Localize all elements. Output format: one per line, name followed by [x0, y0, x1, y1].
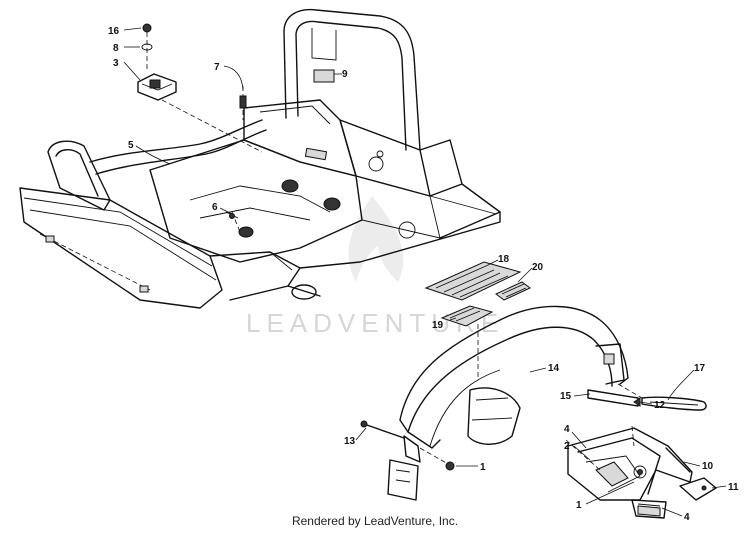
clip-part-15: [603, 353, 615, 365]
bracket-part-9: [313, 69, 335, 83]
hitch-bracket-assembly: [565, 425, 717, 519]
handle-part-17: [617, 383, 707, 411]
decal-part-18: [424, 261, 522, 301]
callout-1-hitch: 1: [576, 500, 582, 511]
callout-14: 14: [548, 363, 560, 374]
callout-12: 12: [654, 400, 666, 411]
leader-lines: [123, 27, 727, 517]
callout-11: 11: [728, 482, 739, 493]
callout-15: 15: [560, 391, 572, 402]
bolt-part-7: [239, 95, 247, 109]
callout-19: 19: [432, 320, 444, 331]
callout-5: 5: [128, 140, 134, 151]
fasteners-upper: [225, 95, 247, 219]
decal-part-20: [495, 281, 531, 301]
callout-17: 17: [694, 363, 706, 374]
callout-10: 10: [702, 461, 714, 472]
bolt-part-13: [360, 420, 368, 428]
callout-4-lower: 4: [684, 512, 690, 523]
callout-18: 18: [498, 254, 510, 265]
washer-part-16: [142, 23, 152, 33]
callout-9: 9: [342, 69, 348, 80]
callout-7: 7: [214, 62, 220, 73]
decals: [424, 261, 531, 380]
callout-4-upper: 4: [564, 424, 570, 435]
nut-part-6: [229, 213, 235, 219]
callout-1-fender: 1: [480, 462, 486, 473]
mount-bracket-part-3: [137, 23, 177, 101]
fender-fasteners: [360, 397, 641, 471]
callout-13: 13: [344, 436, 356, 447]
credit-line: Rendered by LeadVenture, Inc.: [291, 514, 459, 528]
callout-16: 16: [108, 26, 120, 37]
callout-6: 6: [212, 202, 218, 213]
rear-fender-part-14: [387, 305, 639, 501]
chassis-frame: [19, 8, 501, 309]
callout-2: 2: [564, 441, 570, 452]
callout-3: 3: [113, 58, 119, 69]
callout-20: 20: [532, 262, 544, 273]
nut-part-1-upper: [445, 461, 455, 471]
assembly-lines-upper: [146, 32, 263, 233]
callout-8: 8: [113, 43, 119, 54]
callout-labels: 16 8 3 7 9 5 6 18 20 19 14 17 15 12 13 1…: [108, 26, 739, 523]
